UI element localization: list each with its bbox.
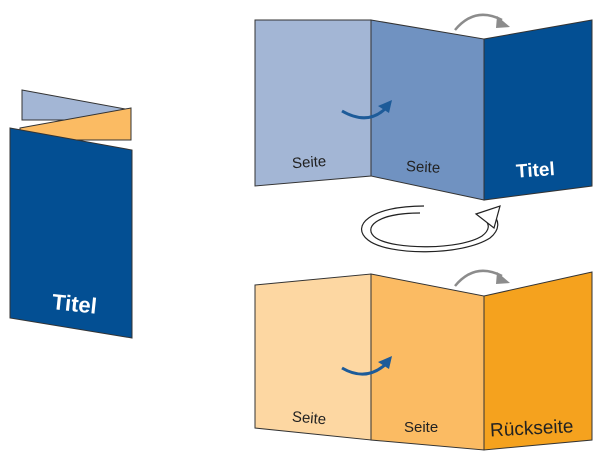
outside-fold-arrow-icon: [341, 106, 388, 120]
outside-spread: Seite Seite Titel: [254, 13, 593, 201]
inside-spread: Seite Seite Rückseite: [254, 269, 593, 451]
inside-turn-arrow-icon: [454, 269, 503, 287]
folded-title-label: Titel: [51, 289, 98, 319]
inside-fold-arrow-head-icon: [378, 356, 392, 369]
outside-panel-2-label: Seite: [406, 158, 441, 177]
outside-panel-1-label: Seite: [291, 153, 326, 172]
inside-panel-1-label: Seite: [291, 408, 327, 428]
outside-turn-arrow-head-icon: [496, 16, 510, 28]
flip-arrow-outer-icon: [361, 205, 499, 253]
folded-front-panel: [9, 127, 133, 339]
outside-panel-3-label: Titel: [515, 159, 555, 183]
flip-arrow-inner-icon: [370, 212, 489, 248]
outside-panel-3: [483, 19, 593, 201]
outside-turn-arrow-icon: [454, 13, 503, 31]
folded-brochure: Titel: [9, 89, 133, 339]
flip-arrow: [361, 205, 501, 253]
inside-panel-2-label: Seite: [404, 419, 438, 436]
inside-panel-3: [483, 271, 593, 451]
inside-panel-3-label: Rückseite: [490, 416, 574, 441]
inside-fold-arrow-icon: [341, 362, 388, 376]
outside-fold-arrow-head-icon: [378, 100, 392, 113]
flip-arrow-head-icon: [474, 205, 501, 230]
inside-turn-arrow-head-icon: [496, 272, 510, 284]
